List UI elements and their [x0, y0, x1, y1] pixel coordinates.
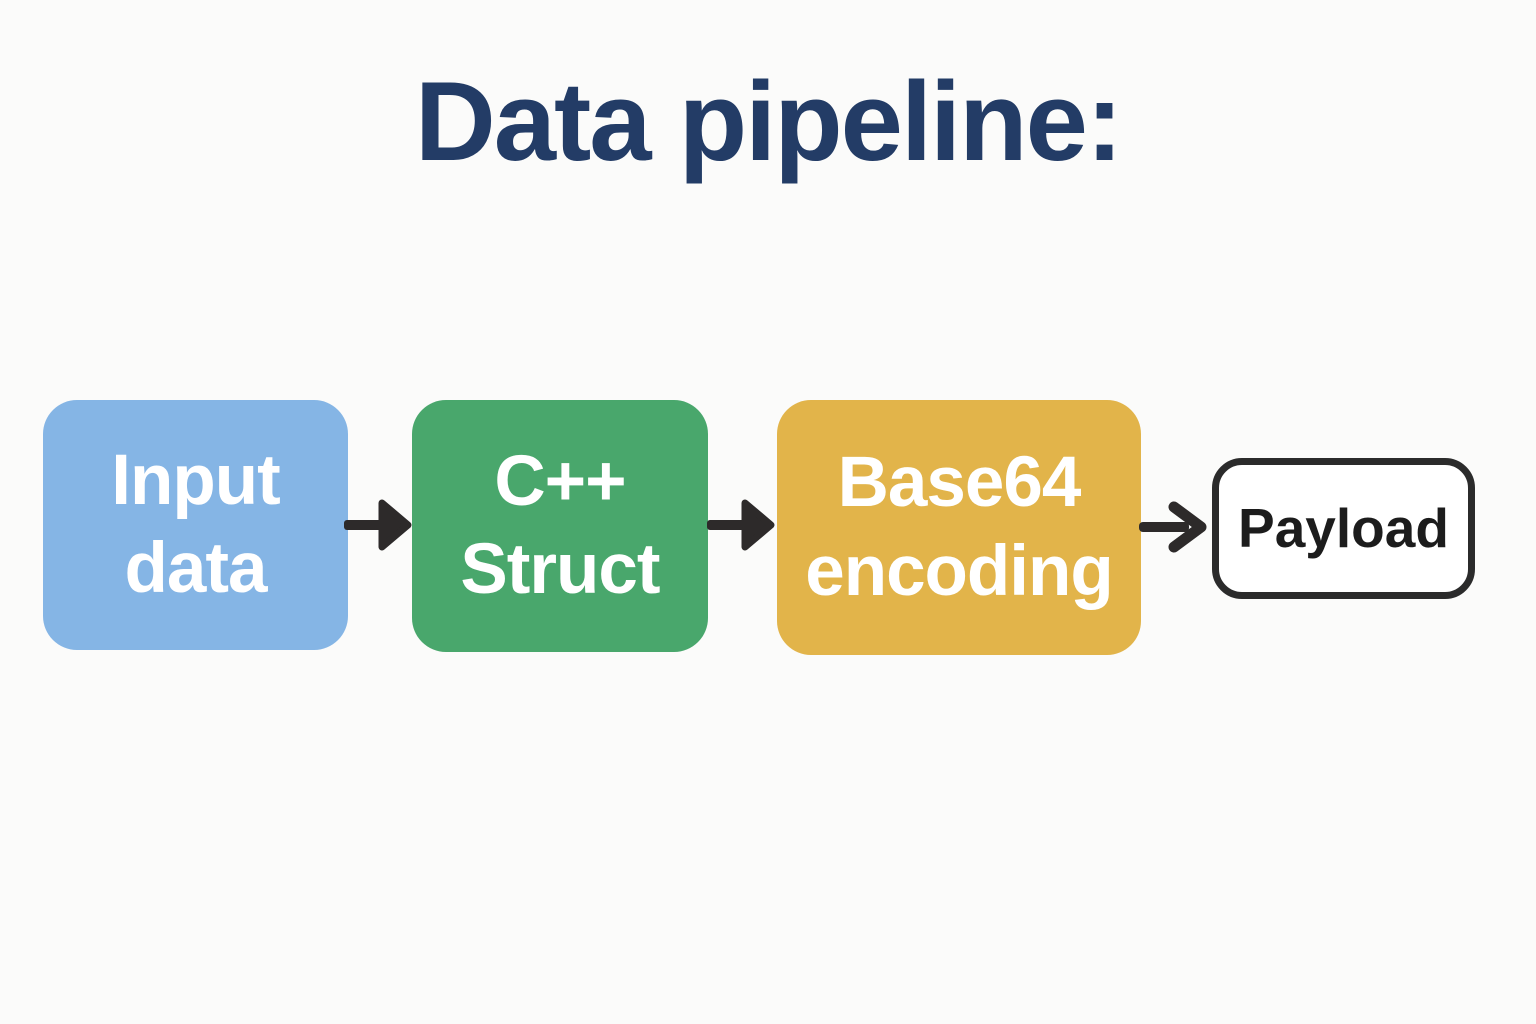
node-input-data: Input data: [43, 400, 348, 650]
page-title: Data pipeline:: [414, 59, 1123, 184]
node-base64-encoding: Base64 encoding: [777, 400, 1141, 655]
node-label: C++: [494, 441, 626, 521]
node-label: encoding: [805, 531, 1114, 611]
arrow-right-icon: [707, 499, 775, 551]
node-cpp-struct: C++ Struct: [412, 400, 708, 652]
node-label: Input: [111, 440, 280, 520]
node-label: data: [124, 529, 268, 608]
arrow-right-icon: [1139, 501, 1207, 553]
arrow-right-icon: [344, 499, 412, 551]
node-label: Base64: [837, 443, 1082, 523]
node-label: Payload: [1238, 497, 1449, 560]
node-label: Struct: [460, 530, 660, 609]
node-payload: Payload: [1212, 458, 1475, 599]
